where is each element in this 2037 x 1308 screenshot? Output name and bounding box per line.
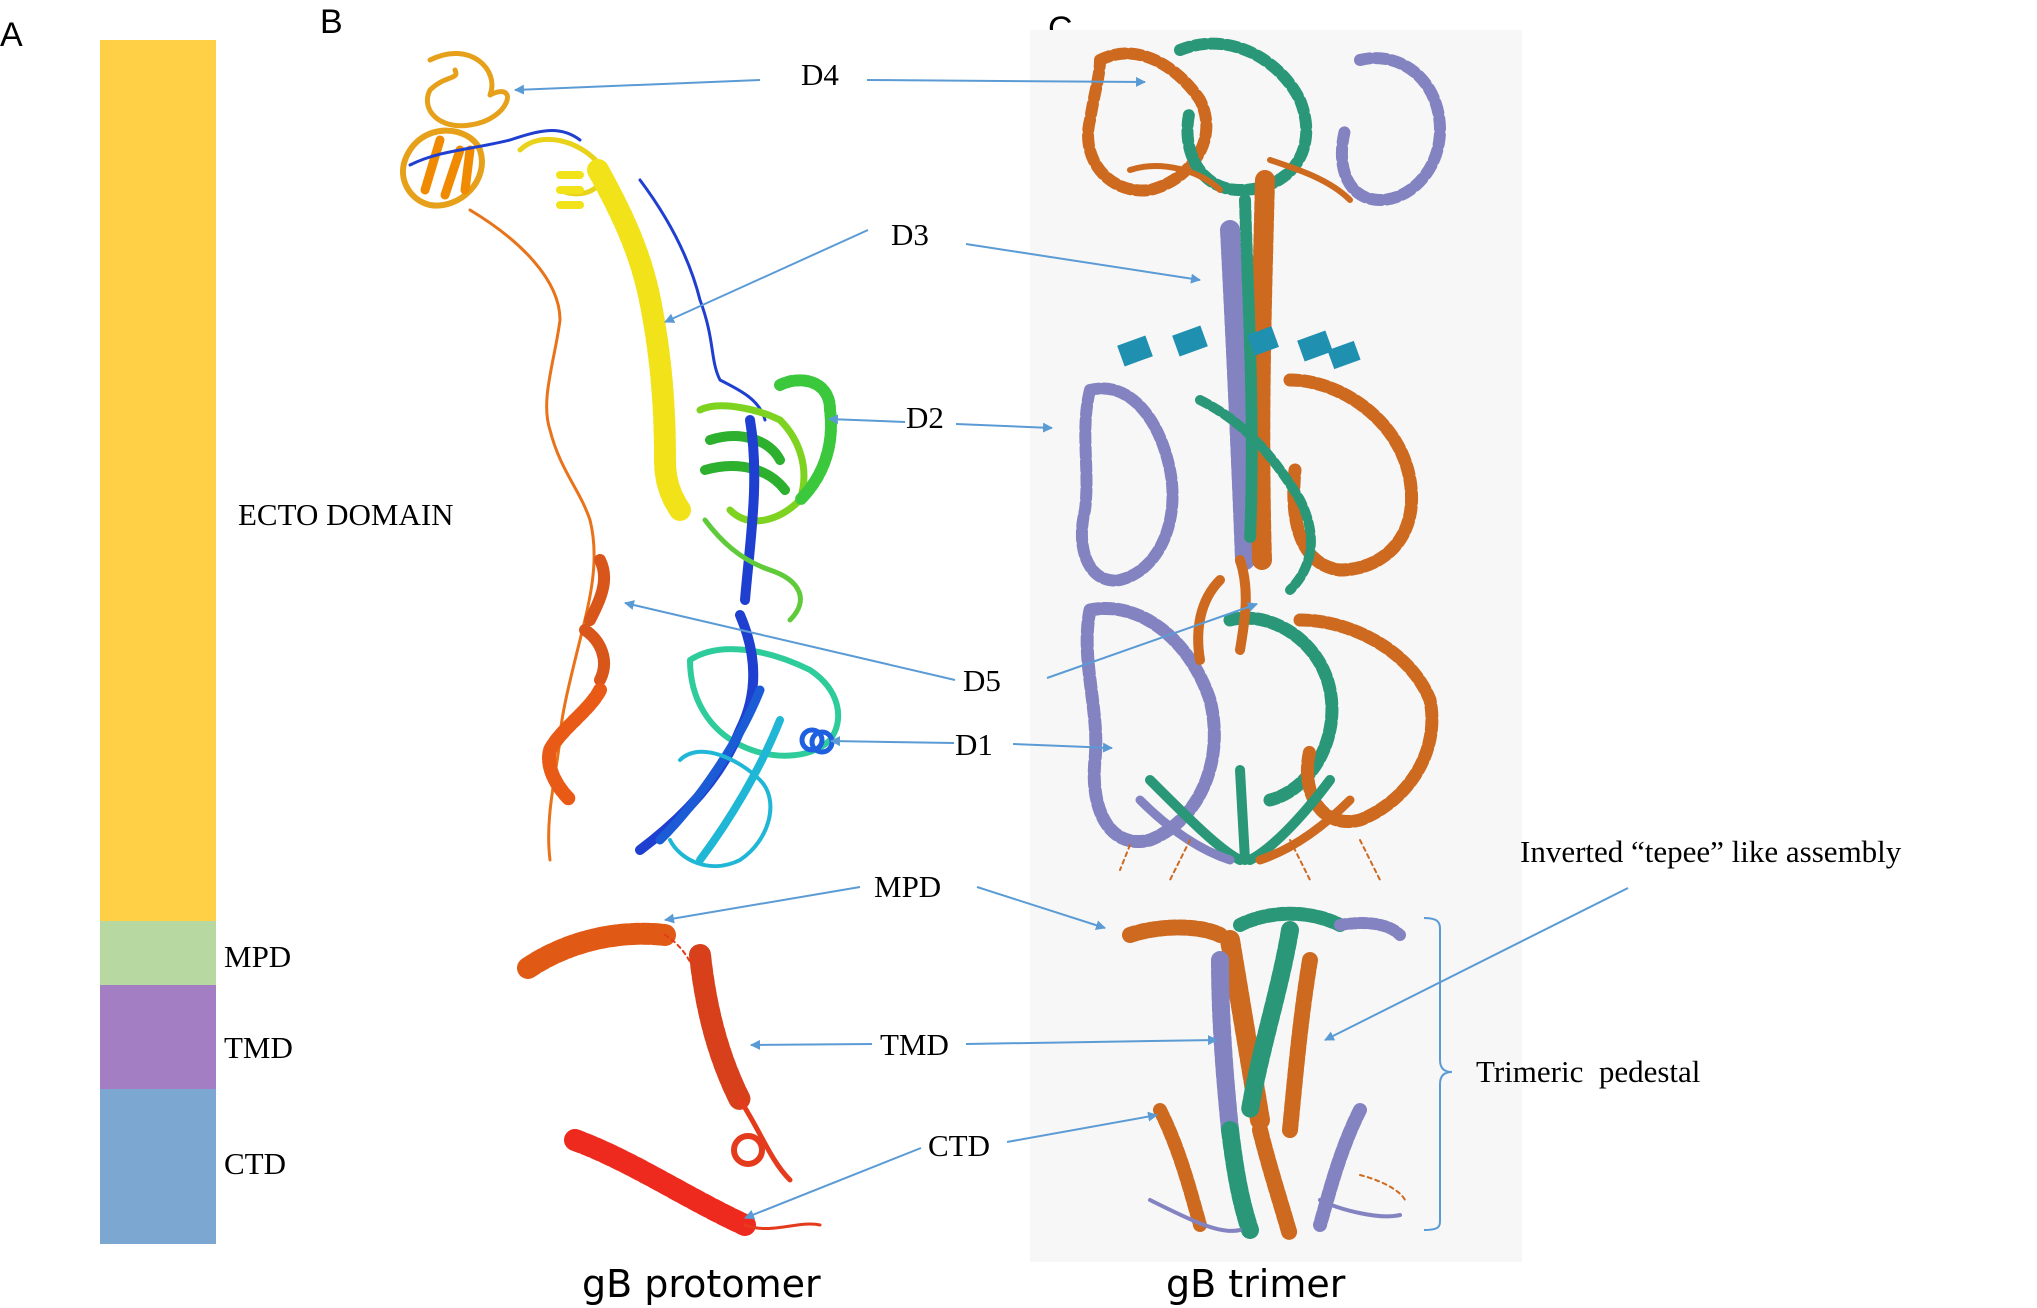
annotation-arrows	[514, 76, 1629, 1220]
bar-label-mpd: MPD	[224, 939, 291, 974]
panel-label-a: A	[0, 16, 23, 54]
label-d3: D3	[891, 217, 929, 252]
bar-segment-mpd	[100, 921, 216, 985]
trimer-structure	[1075, 37, 1446, 1243]
bar-segment-ecto	[100, 40, 216, 921]
bar-label-ctd: CTD	[224, 1146, 286, 1181]
caption-trimer: gB trimer	[1166, 1262, 1346, 1306]
label-d2: D2	[906, 400, 944, 435]
caption-protomer: gB protomer	[582, 1262, 821, 1306]
panel-label-b: B	[320, 3, 343, 41]
label-tepee: Inverted “tepee” like assembly	[1520, 834, 1902, 869]
label-trimeric-pedestal: Trimeric pedestal	[1476, 1054, 1700, 1089]
bar-label-tmd: TMD	[224, 1030, 293, 1065]
label-d4: D4	[801, 57, 839, 92]
protomer-structure	[400, 51, 842, 1236]
bar-segment-tmd	[100, 985, 216, 1089]
trimer-background	[1030, 30, 1522, 1262]
bar-label-ecto: ECTO DOMAIN	[238, 497, 454, 532]
label-ctd: CTD	[928, 1128, 990, 1163]
pedestal-bracket	[1423, 917, 1453, 1231]
label-d5: D5	[963, 663, 1001, 698]
label-d1: D1	[955, 727, 993, 762]
domain-bar	[100, 40, 216, 1244]
label-mpd: MPD	[874, 869, 941, 904]
bar-segment-ctd	[100, 1089, 216, 1244]
label-tmd: TMD	[880, 1027, 949, 1062]
